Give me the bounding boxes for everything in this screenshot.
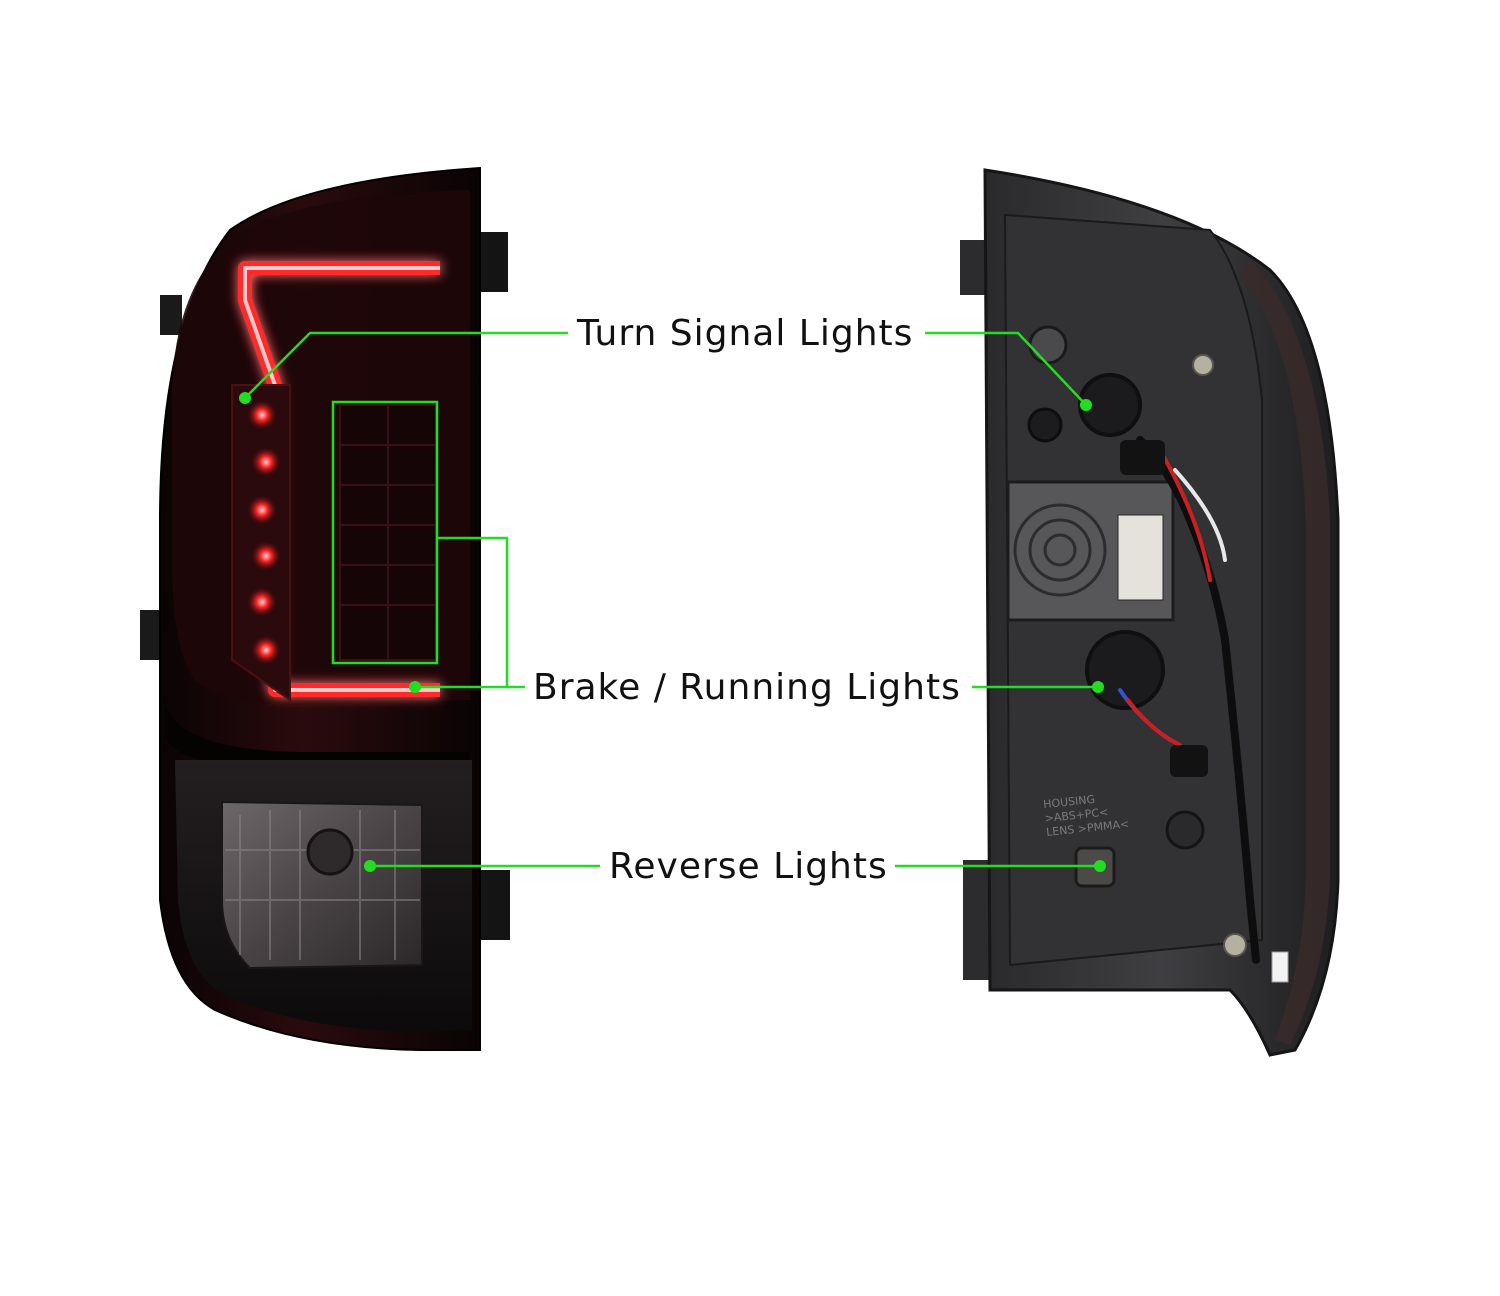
brake-grid xyxy=(339,404,437,661)
connector xyxy=(1170,745,1208,777)
mount-tab-left xyxy=(160,295,182,335)
mount-tab-bottom xyxy=(478,870,510,940)
connector xyxy=(1120,440,1165,475)
hex-nut xyxy=(1223,933,1247,957)
light-bar xyxy=(238,261,440,697)
dot-brake-back xyxy=(1092,681,1104,693)
leader-turn-back xyxy=(925,331,1087,406)
led xyxy=(251,447,281,477)
module-fan xyxy=(1013,503,1107,597)
leader-turn-front xyxy=(244,331,568,399)
led xyxy=(251,635,281,665)
module-label xyxy=(1117,514,1164,601)
front-taillight xyxy=(140,166,510,1051)
reverse-lens-texture xyxy=(225,810,420,960)
label-turn-signal: Turn Signal Lights xyxy=(576,313,913,354)
callout-leaders xyxy=(244,331,1100,868)
reverse-bulb xyxy=(306,828,354,876)
dot-reverse-back xyxy=(1094,860,1106,872)
label-brake-running: Brake / Running Lights xyxy=(533,667,961,708)
led xyxy=(251,541,281,571)
brake-socket xyxy=(1085,630,1165,710)
material-line: HOUSING xyxy=(1043,793,1096,811)
back-lens-edge xyxy=(1240,260,1330,1045)
socket-bulb xyxy=(1028,325,1068,365)
dot-brake-front xyxy=(409,681,421,693)
connector xyxy=(1271,951,1289,983)
label-reverse: Reverse Lights xyxy=(609,846,888,887)
socket-bulb xyxy=(1165,810,1205,850)
leader-brake-bracket xyxy=(437,536,525,689)
socket-bulb xyxy=(1027,407,1063,443)
turn-signal-leds xyxy=(231,384,291,702)
dot-turn-front xyxy=(239,392,251,404)
callout-dots xyxy=(239,392,1106,872)
led xyxy=(247,400,277,430)
wiring-harness xyxy=(1118,436,1260,964)
dot-turn-back xyxy=(1080,399,1092,411)
hex-nut xyxy=(1192,354,1214,376)
mount-tab-top xyxy=(478,232,508,292)
dot-reverse-front xyxy=(364,860,376,872)
back-taillight: HOUSING >ABS+PC< LENS >PMMA< xyxy=(960,168,1340,1057)
led xyxy=(247,587,277,617)
leader-brake-box xyxy=(331,400,439,665)
housing-divider xyxy=(165,705,470,770)
led xyxy=(247,495,277,525)
reverse-lens xyxy=(221,800,423,970)
